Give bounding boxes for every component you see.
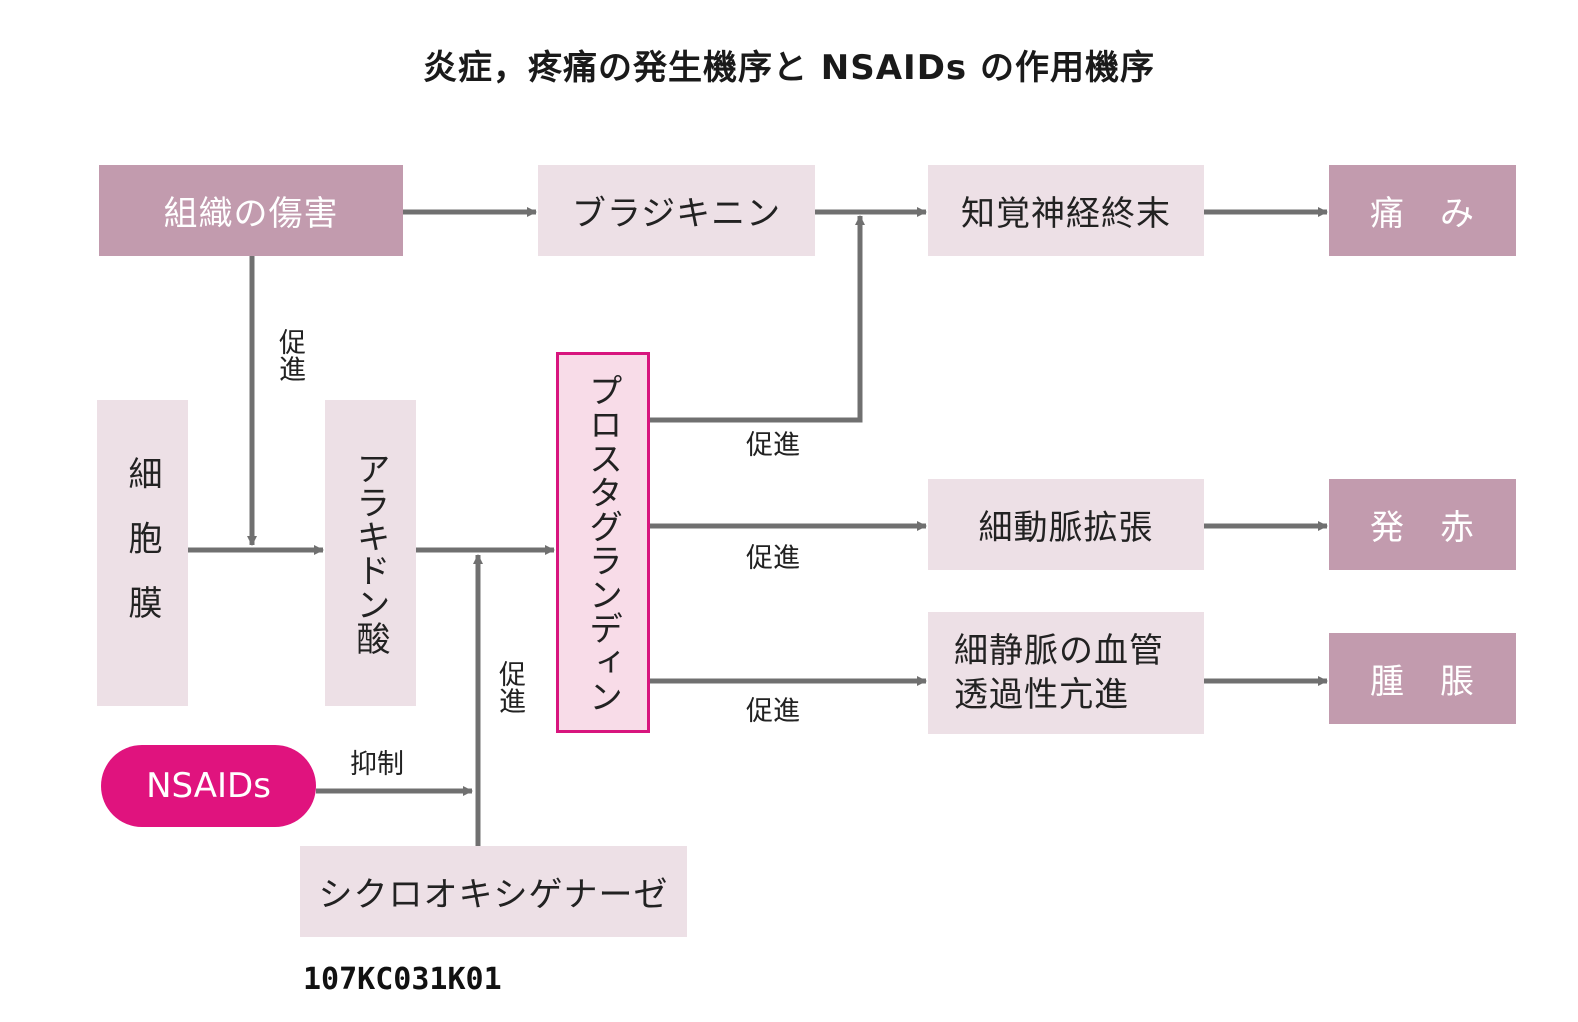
node-sensory-nerve: 知覚神経終末 <box>928 165 1204 256</box>
node-prostaglandin: プロスタグランディン <box>556 352 650 733</box>
arrow-pg-to-nerve <box>650 215 865 423</box>
edge-label-promote-injury: 促進 <box>274 328 305 382</box>
figure-code: 107KC031K01 <box>303 962 502 997</box>
edge-label-inhibit: 抑制 <box>350 749 404 780</box>
edge-label-promote-cox: 促進 <box>494 660 525 714</box>
node-cyclooxygenase: シクロオキシゲナーゼ <box>300 846 687 937</box>
node-nsaids: NSAIDs <box>101 745 316 827</box>
node-arachidonic-acid: アラキドン酸 <box>325 400 416 706</box>
edge-label-promote-pg-arteriole: 促進 <box>746 543 800 574</box>
node-pain: 痛 み <box>1329 165 1516 256</box>
node-arteriole-dilation: 細動脈拡張 <box>928 479 1204 570</box>
node-redness: 発 赤 <box>1329 479 1516 570</box>
node-cell-membrane: 細胞膜 <box>97 400 188 706</box>
edge-label-promote-pg-permeability: 促進 <box>746 696 800 727</box>
diagram-title: 炎症，疼痛の発生機序と NSAIDs の作用機序 <box>422 48 1156 88</box>
node-bradykinin: ブラジキニン <box>538 165 815 256</box>
node-tissue-injury: 組織の傷害 <box>99 165 403 256</box>
edge-label-promote-pg-nerve: 促進 <box>746 430 800 461</box>
node-swelling: 腫 脹 <box>1329 633 1516 724</box>
node-permeability: 細静脈の血管透過性亢進 <box>928 612 1204 734</box>
